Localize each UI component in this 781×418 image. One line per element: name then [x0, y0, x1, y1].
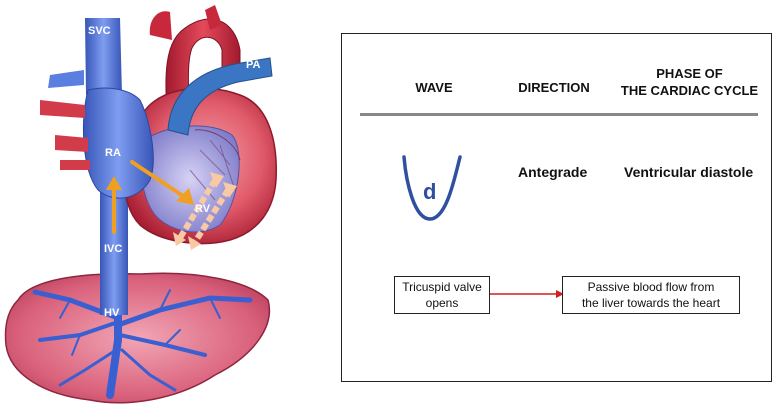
phase-value: Ventricular diastole [624, 164, 754, 180]
passive-flow-line1: Passive blood flow from [587, 280, 715, 294]
right-atrium [82, 87, 154, 199]
header-direction: DIRECTION [518, 80, 590, 95]
svc-vessel [85, 18, 122, 95]
arrow-head-rv [176, 188, 194, 205]
label-svc: SVC [88, 25, 111, 37]
d-wave-icon: d [402, 155, 462, 221]
rv-dashed-arrows [177, 178, 231, 244]
wave-info-panel: WAVE DIRECTION PHASE OF THE CARDIAC CYCL… [341, 33, 772, 382]
label-rv: RV [195, 203, 211, 215]
hepatic-vein-branches [32, 289, 253, 399]
header-divider [360, 113, 758, 116]
arrow-head-ivc [106, 176, 122, 190]
label-ivc: IVC [104, 243, 122, 255]
label-ra: RA [105, 147, 121, 159]
label-hv: HV [104, 307, 120, 319]
header-wave: WAVE [415, 80, 453, 95]
heart-liver-illustration: SVC PA RA RV IVC HV [4, 5, 277, 404]
flow-arrows [112, 160, 185, 234]
passive-flow-line2: the liver towards the heart [581, 296, 721, 310]
header-phase: PHASE OF THE CARDIAC CYCLE [612, 65, 767, 99]
passive-flow-box: Passive blood flow from the liver toward… [562, 276, 740, 314]
direction-value: Antegrade [518, 164, 588, 180]
label-pa: PA [246, 59, 261, 71]
tricuspid-box: Tricuspid valve opens [394, 276, 490, 314]
tricuspid-line1: Tricuspid valve [402, 280, 482, 294]
connector-arrow [490, 290, 564, 298]
header-phase-line1: PHASE OF [656, 66, 723, 81]
pulmonary-artery [167, 57, 273, 136]
header-phase-line2: THE CARDIAC CYCLE [620, 83, 759, 98]
tricuspid-line2: opens [425, 296, 459, 310]
wave-letter: d [423, 179, 436, 204]
